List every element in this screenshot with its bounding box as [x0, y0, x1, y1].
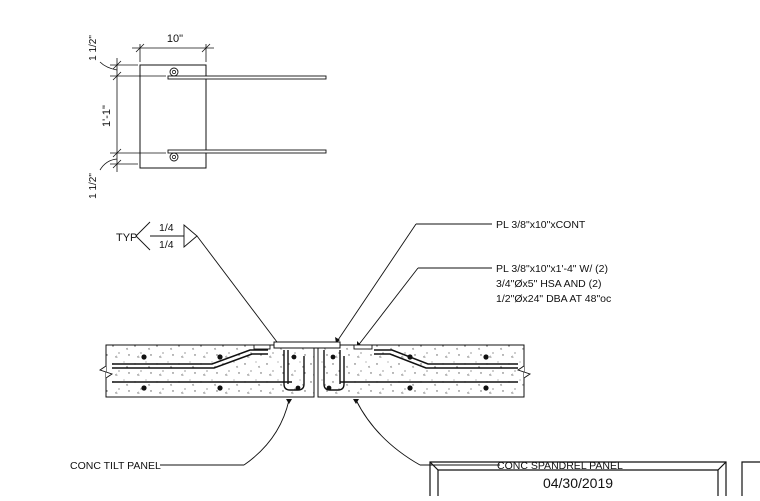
weld-symbol	[135, 221, 281, 347]
dim-bottom-edge-text: 1 1/2"	[88, 173, 99, 199]
rebar-dots	[141, 354, 489, 391]
drawing-date: 04/30/2019	[543, 475, 613, 491]
callout-plate-cont: PL 3/8"x10"xCONT	[496, 219, 586, 231]
title-block	[429, 461, 760, 496]
dim-top-edge-text: 1 1/2"	[88, 35, 99, 61]
spandrel-panel-section	[317, 344, 525, 398]
weld-typ-label: TYP	[116, 232, 137, 244]
callout-plate-hsa-line2: 3/4"Øx5" HSA AND (2)	[496, 278, 602, 290]
dimension-vertical	[99, 58, 166, 172]
dimension-width	[132, 43, 214, 62]
label-spandrel-panel: CONC SPANDREL PANEL	[497, 460, 623, 472]
callout-plate-hsa-line1: PL 3/8"x10"x1'-4" W/ (2)	[496, 263, 608, 275]
anchor-rod-bottom	[167, 149, 327, 154]
stud-head-bottom-icon	[169, 152, 179, 162]
weld-size-bottom: 1/4	[159, 239, 174, 251]
rebar-left	[112, 349, 292, 383]
drawing-text: 10" 1 1/2" 1'-1" 1 1/2" TYP 1/4 1/4 PL 3…	[70, 33, 623, 491]
panel-section	[98, 341, 532, 398]
stud-head-top-icon	[169, 67, 179, 77]
plate-detail	[99, 43, 327, 172]
callout-plate-hsa-line3: 1/2"Øx24" DBA AT 48"oc	[496, 293, 611, 305]
break-lines	[98, 345, 532, 397]
hairpin-bars	[283, 350, 345, 391]
dim-width-text: 10"	[167, 33, 183, 45]
plate-outline	[139, 64, 207, 169]
embed-plate-left	[253, 344, 271, 350]
tilt-panel-section	[105, 344, 315, 398]
weld-size-top: 1/4	[159, 222, 174, 234]
cont-plate	[273, 341, 341, 349]
dim-spacing-text: 1'-1"	[101, 105, 113, 127]
hsa-plate	[353, 344, 373, 350]
label-tilt-panel: CONC TILT PANEL	[70, 460, 161, 472]
anchor-rod-top	[167, 75, 327, 80]
